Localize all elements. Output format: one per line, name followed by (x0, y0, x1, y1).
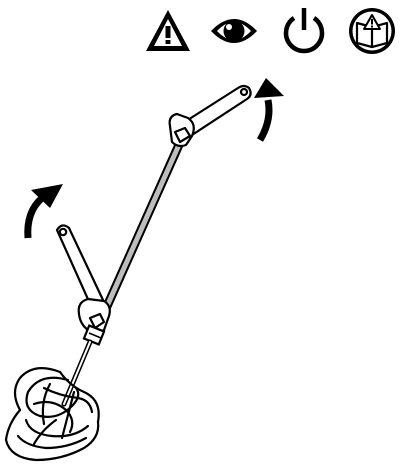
rotation-arrow-right (254, 78, 284, 142)
safety-icon-row (143, 6, 398, 56)
upper-spanner (168, 84, 252, 148)
mixer-shaft (95, 133, 187, 327)
lower-spanner (55, 224, 111, 334)
read-manual-icon (349, 8, 395, 54)
power-off-icon (283, 8, 325, 54)
eye-protection-icon (211, 19, 257, 43)
warning-triangle-icon (146, 10, 190, 51)
spanner-mixer-illustration (4, 78, 284, 462)
rotation-arrow-left (24, 184, 63, 239)
mixing-paddle (4, 339, 100, 462)
